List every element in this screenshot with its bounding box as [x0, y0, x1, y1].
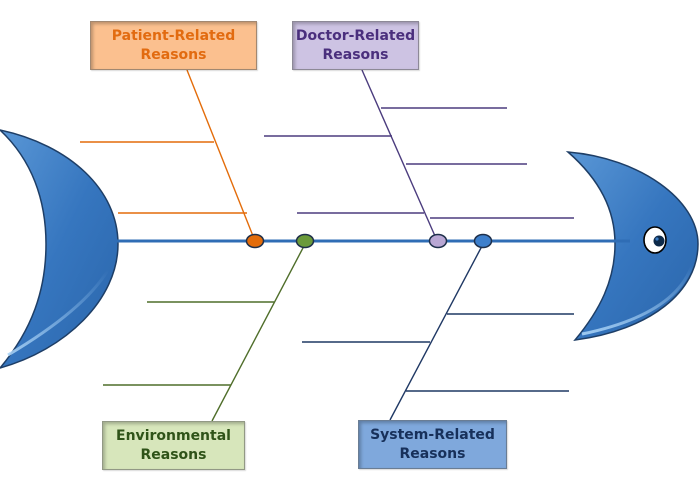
category-box-system: System-Related Reasons — [358, 420, 507, 469]
bone-patient — [186, 69, 254, 237]
category-box-environmental: Environmental Reasons — [102, 421, 245, 470]
branch-system — [302, 245, 574, 421]
node-doctor — [428, 233, 448, 249]
category-label-system: System-Related Reasons — [370, 426, 495, 462]
category-label-patient: Patient-Related Reasons — [111, 27, 236, 63]
bone-doctor — [361, 69, 436, 237]
fish-tail — [0, 129, 119, 369]
fish-head — [565, 151, 699, 341]
fish-eye-icon — [643, 226, 667, 254]
node-patient — [245, 233, 265, 249]
category-label-environmental: Environmental Reasons — [116, 427, 231, 463]
branch-doctor — [264, 69, 574, 237]
bone-environmental — [211, 245, 305, 422]
node-system — [473, 233, 493, 249]
branch-patient — [80, 69, 254, 237]
category-box-patient: Patient-Related Reasons — [90, 21, 257, 70]
category-label-doctor: Doctor-Related Reasons — [295, 27, 416, 63]
category-box-doctor: Doctor-Related Reasons — [292, 21, 419, 70]
node-environmental — [295, 233, 315, 249]
branch-environmental — [103, 245, 305, 422]
bone-system — [389, 245, 483, 421]
